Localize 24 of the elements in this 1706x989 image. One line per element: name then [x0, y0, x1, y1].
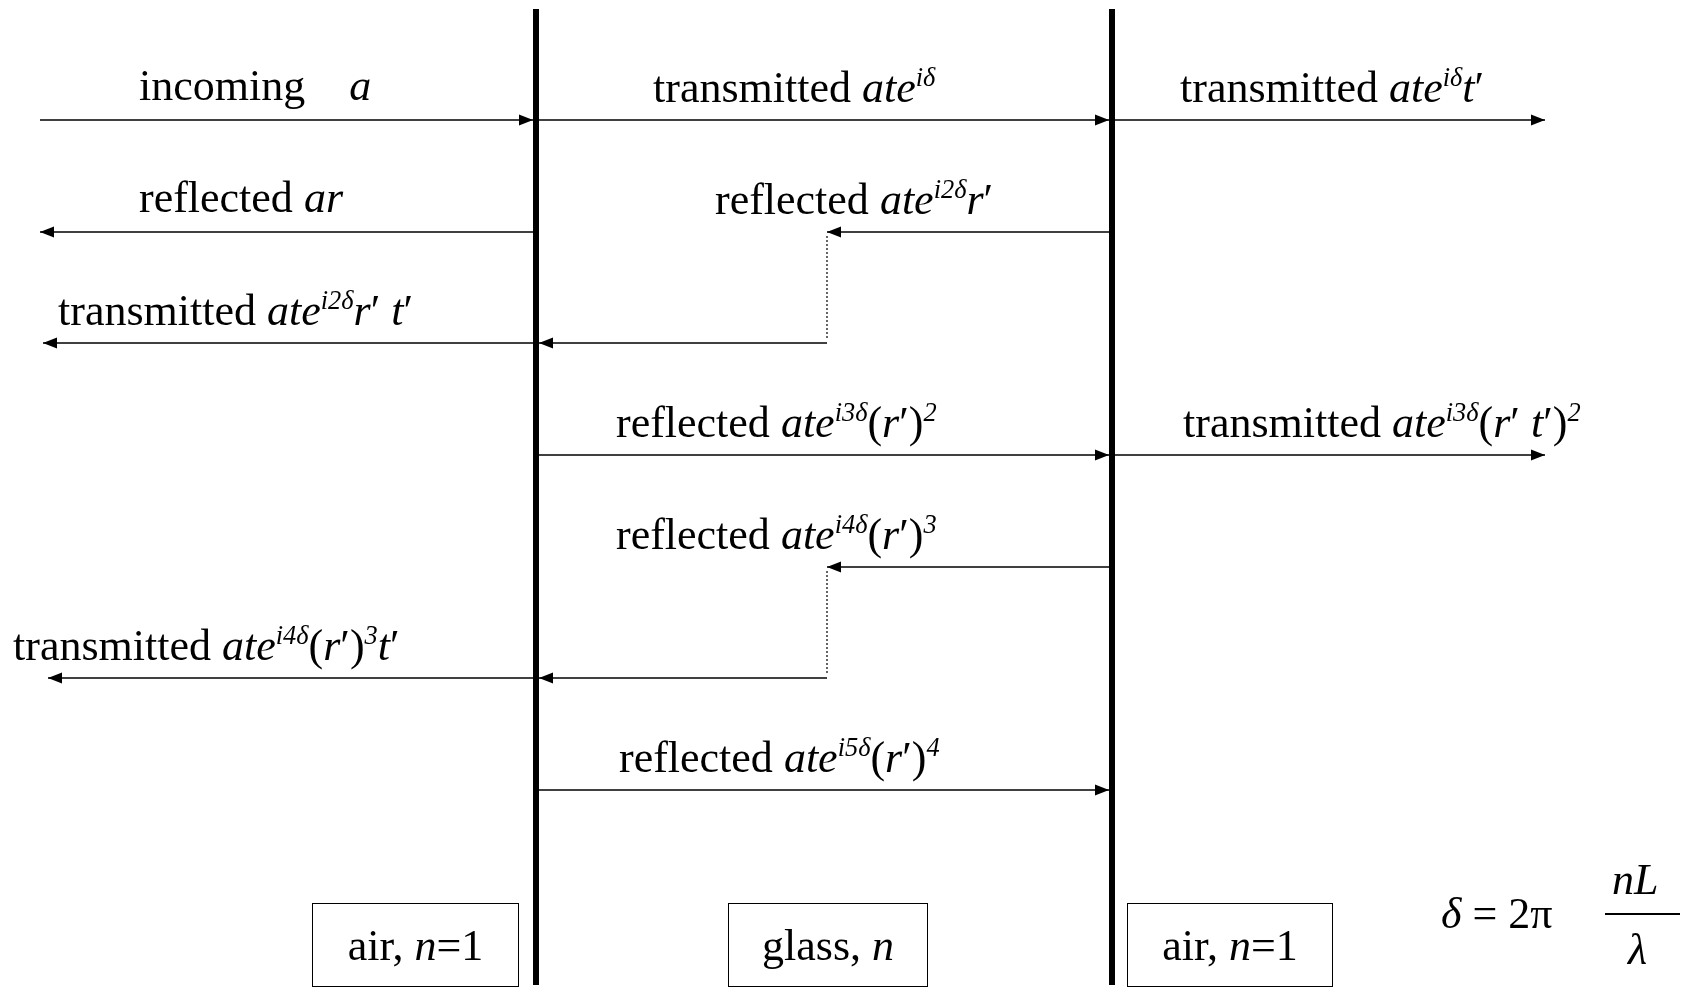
arrow — [42, 337, 534, 349]
arrow — [47, 672, 534, 684]
arrow — [1114, 449, 1546, 461]
edge-label: reflected ate$^{i4δ}$(r′)$^{3}$ — [616, 511, 937, 557]
arrow — [538, 449, 1110, 461]
edge-label: reflected ate$^{i5δ}$(r′)$^{4}$ — [619, 734, 940, 780]
arrow — [538, 337, 828, 349]
arrow — [538, 784, 1110, 796]
arrow — [538, 672, 828, 684]
arrow — [1114, 114, 1546, 126]
arrow — [39, 114, 534, 126]
medium-box — [312, 903, 519, 987]
medium-box — [1127, 903, 1333, 987]
medium-box — [728, 903, 928, 987]
medium-label: air, n=1 — [347, 919, 484, 971]
medium-label: air, n=1 — [1162, 919, 1298, 971]
edge-label: transmitted ate$^{i4δ}$(r′)$^{3}$t′ — [13, 622, 400, 668]
arrow — [826, 561, 1110, 573]
arrow — [538, 114, 1110, 126]
edge-label: reflected ate$^{i3δ}$(r′)$^{2}$ — [616, 399, 937, 445]
medium-label: glass, n — [762, 919, 894, 971]
edge-label: transmitted ate$^{i3δ}$(r′ t′)$^{2}$ — [1183, 399, 1581, 445]
arrow — [39, 226, 534, 238]
arrow — [826, 226, 1110, 238]
